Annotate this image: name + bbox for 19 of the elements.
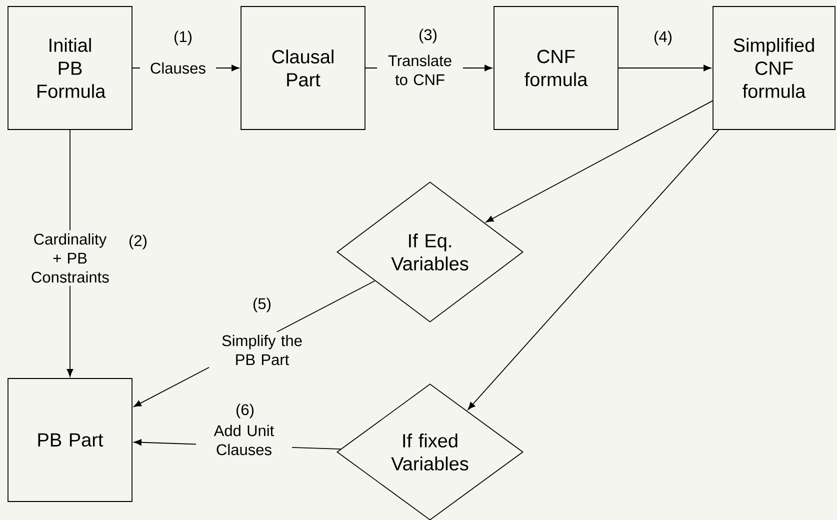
callout-number: (6)	[236, 404, 254, 418]
process-box: Initial PB Formula	[8, 6, 132, 130]
edge-label: Cardinality + PB Constraints	[28, 230, 112, 286]
callout-number: (5)	[254, 298, 271, 312]
process-box: Simplified CNF formula	[712, 6, 836, 130]
process-box: PB Part	[8, 378, 132, 502]
callout-number: (2)	[130, 234, 147, 250]
arrow	[468, 130, 720, 410]
arrow	[486, 100, 713, 222]
arrow	[618, 64, 712, 72]
edge-label: Clauses	[140, 59, 216, 77]
process-box: CNF formula	[494, 6, 618, 130]
process-box: Clausal Part	[240, 6, 366, 130]
edge-label: Add Unit Clauses	[196, 422, 292, 458]
callout-number: (1)	[174, 30, 192, 46]
callout-number: (4)	[654, 30, 672, 46]
callout-number: (3)	[420, 28, 437, 44]
edge-label: Translate to CNF	[377, 52, 463, 88]
edge-label: Simplify the PB Part	[209, 332, 315, 368]
